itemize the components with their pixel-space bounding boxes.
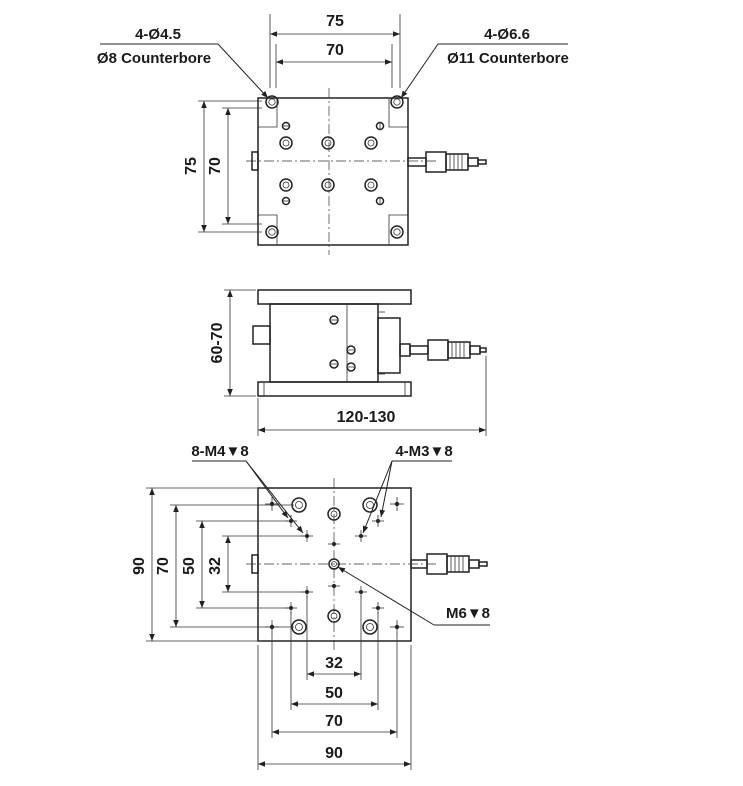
top-mount-holes	[279, 121, 385, 206]
bottom-view: 90 70 50 32 32 50 70 90 8-M4▼8 4-M3▼8 M6…	[131, 443, 490, 770]
bottom-tapped-holes	[265, 497, 404, 634]
side-body	[269, 303, 379, 383]
dim-bottom-h-70: 70	[325, 713, 343, 730]
top-view: 75 70 75 70 4-Ø4.5 Ø8 Counterbore 4-Ø6.6…	[97, 13, 569, 255]
micrometer-side	[399, 339, 487, 361]
callout-m4-tapped: 8-M4▼8	[191, 443, 248, 460]
callout-right-counterbore: Ø11 Counterbore	[447, 50, 569, 67]
dim-top-height-70: 70	[207, 157, 224, 175]
dim-bottom-h-50: 50	[325, 685, 343, 702]
dim-side-length: 120-130	[337, 409, 396, 426]
dim-bottom-h-90: 90	[325, 745, 343, 762]
callout-m6-tapped: M6▼8	[446, 605, 490, 622]
callout-right-holes: 4-Ø6.6	[484, 26, 530, 43]
dim-top-width-70: 70	[326, 42, 344, 59]
dim-bottom-h-32: 32	[325, 655, 343, 672]
side-base-plate	[257, 381, 412, 397]
micrometer-top	[407, 151, 487, 173]
dim-bottom-v-70: 70	[155, 557, 172, 575]
callout-m3-tapped: 4-M3▼8	[395, 443, 452, 460]
callout-left-counterbore: Ø8 Counterbore	[97, 50, 211, 67]
side-top-plate	[257, 289, 412, 305]
dim-bottom-v-50: 50	[181, 557, 198, 575]
bottom-counterbore-holes	[291, 497, 378, 635]
dim-bottom-v-32: 32	[207, 557, 224, 575]
top-view-body	[257, 97, 409, 246]
side-view: 60-70 120-130	[209, 289, 487, 436]
top-corner-holes	[265, 95, 404, 239]
callout-left-holes: 4-Ø4.5	[135, 26, 181, 43]
dim-side-height: 60-70	[209, 322, 226, 363]
dim-top-height-75: 75	[183, 157, 200, 175]
dim-top-width-75: 75	[326, 13, 344, 30]
center-tapped-hole	[328, 558, 340, 570]
dim-bottom-v-90: 90	[131, 557, 148, 575]
